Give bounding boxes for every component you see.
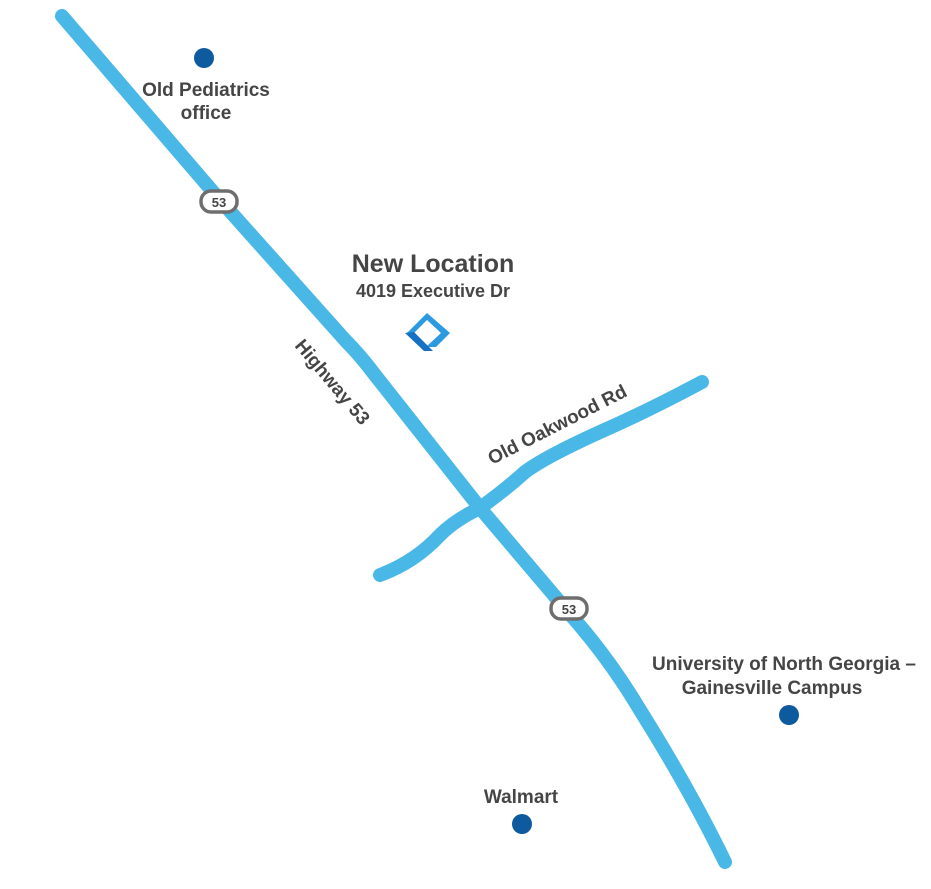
new-location-address: 4019 Executive Dr (356, 281, 510, 301)
route-shield-north: 53 (199, 189, 239, 214)
poi-dot-ung (779, 705, 799, 725)
new-location-title: New Location (352, 250, 515, 278)
poi-label-old-pediatrics-2: office (181, 103, 232, 124)
old-oakwood-road (373, 375, 709, 582)
clinic-logo-icon (405, 313, 450, 351)
poi-label-ung-2: Gainesville Campus (682, 678, 863, 699)
svg-text:53: 53 (562, 602, 576, 617)
poi-label-ung: University of North Georgia – (652, 654, 916, 675)
route-shield-south: 53 (549, 596, 589, 621)
poi-dot-old-pediatrics (194, 48, 214, 68)
svg-text:53: 53 (212, 195, 226, 210)
highway-53-road (55, 9, 732, 869)
poi-label-walmart: Walmart (484, 787, 559, 808)
poi-dot-walmart (512, 814, 532, 834)
poi-label-old-pediatrics: Old Pediatrics (142, 80, 270, 101)
